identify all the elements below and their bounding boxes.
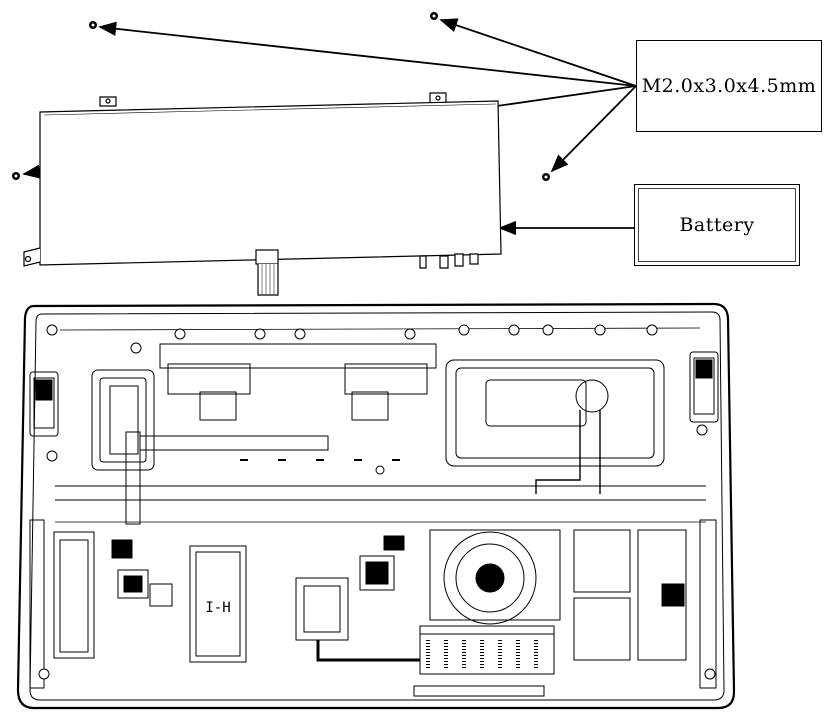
speaker-left: [29, 371, 59, 437]
chassis-base: [16, 302, 736, 710]
chassis-screw-bosses: [38, 324, 716, 680]
right-bay: [445, 359, 665, 494]
screw: [12, 172, 20, 180]
battery-pack: [23, 92, 502, 296]
left-bay: [91, 369, 155, 471]
screw-spec-label: M2.0x3.0x4.5mm: [641, 75, 817, 97]
screw: [542, 173, 550, 181]
battery-label: Battery: [679, 214, 755, 236]
screw: [430, 12, 438, 20]
speaker-right: [689, 351, 719, 423]
svg-text:I-H: I-H: [205, 600, 230, 616]
center-panel: [125, 343, 437, 525]
screw: [89, 21, 97, 29]
screw-spec-callout: M2.0x3.0x4.5mm: [636, 40, 822, 132]
battery-callout: Battery: [634, 184, 800, 266]
motherboard: I-H: [29, 519, 717, 697]
